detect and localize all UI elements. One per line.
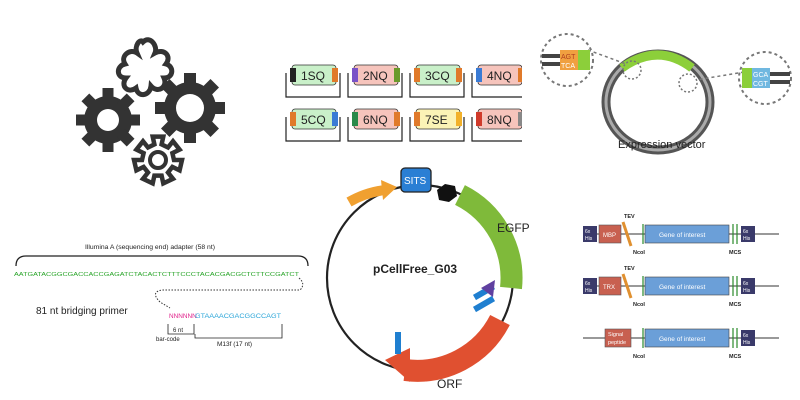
cassette-2NQ: 2NQ — [347, 64, 403, 98]
cassette-7SE: 7SE — [409, 108, 465, 142]
his-tag-right: 6x — [743, 229, 749, 235]
cassette-label: 1SQ — [301, 69, 325, 83]
m13-label: M13f (17 nt) — [217, 341, 252, 348]
egfp-label: EGFP — [497, 221, 530, 235]
adapter-label: Illumina A (sequencing end) adapter (58 … — [85, 244, 215, 251]
cassette-6NQ: 6NQ — [347, 108, 403, 142]
right-seq-bottom: CGT — [753, 81, 769, 88]
tev-label: TEV — [624, 266, 635, 272]
bridging-primer-diagram: Illumina A (sequencing end) adapter (58 … — [14, 244, 309, 348]
gene-of-interest-label: Gene of interest — [659, 232, 705, 239]
his-tag-left: His — [585, 288, 593, 294]
barcode-length-label: 6 nt — [173, 328, 183, 334]
his-tag-left: 6x — [585, 229, 591, 235]
cassette-label: 3CQ — [425, 69, 450, 83]
tag-label: peptide — [608, 340, 626, 346]
his-tag-right: His — [743, 340, 751, 346]
cassette-label: 4NQ — [487, 69, 512, 83]
cassette-label: 2NQ — [363, 69, 388, 83]
mcs-label: MCS — [729, 250, 742, 256]
sits-label: SITS — [404, 176, 427, 187]
pcellfree-plasmid-map: SITS pCellFree_G03 EGFP ORF — [325, 167, 530, 391]
his-tag-left: His — [585, 236, 593, 242]
cassette-4NQ: 4NQ — [471, 64, 522, 98]
m13-sequence: GTAAAACGACGGCCAGT — [195, 313, 281, 320]
cassette-grid: 1SQ 2NQ 3CQ 4NQ 5CQ 6NQ 7SE 8NQ — [285, 64, 522, 142]
his-tag-right: 6x — [743, 281, 749, 287]
bridging-primer-label: 81 nt bridging primer — [36, 306, 128, 317]
cassette-label: 8NQ — [487, 113, 512, 127]
left-seq-bottom: TCA — [561, 63, 575, 70]
tag-label: TRX — [603, 285, 615, 291]
right-seq-top: GCA — [753, 72, 769, 79]
cassette-5CQ: 5CQ — [285, 108, 341, 142]
his-tag-left: 6x — [585, 281, 591, 287]
cassette-1SQ: 1SQ — [285, 64, 341, 98]
expression-vector-title: Expression vector — [618, 139, 706, 151]
tag-label: MBP — [603, 233, 616, 239]
adapter-sequence: AATGATACGGCGACCACCGAGATCTACACTCTTTCCCTAC… — [14, 272, 299, 278]
cassette-label: 7SE — [425, 113, 448, 127]
mcs-label: MCS — [729, 354, 742, 360]
his-tag-right: His — [743, 288, 751, 294]
expression-vector-diagram: AGT TCA GCA CGT Expression vector — [540, 33, 792, 155]
barcode-name-label: bar-code — [156, 337, 180, 343]
cassette-label: 5CQ — [301, 113, 326, 127]
ncoi-label: NcoI — [633, 354, 645, 360]
gene-of-interest-label: Gene of interest — [659, 284, 705, 291]
orf-label: ORF — [437, 377, 462, 391]
barcode-sequence: NNNNNN — [169, 313, 197, 320]
mcs-label: MCS — [729, 302, 742, 308]
plasmid-name: pCellFree_G03 — [373, 262, 457, 276]
cassette-label: 6NQ — [363, 113, 388, 127]
gene-of-interest-label: Gene of interest — [659, 336, 705, 343]
his-tag-right: 6x — [743, 333, 749, 339]
tev-label: TEV — [624, 214, 635, 220]
left-seq-top: AGT — [561, 54, 576, 61]
gears-icon — [76, 37, 225, 187]
cassette-8NQ: 8NQ — [471, 108, 522, 142]
cassette-3CQ: 3CQ — [409, 64, 465, 98]
ncoi-label: NcoI — [633, 250, 645, 256]
ncoi-label: NcoI — [633, 302, 645, 308]
his-tag-right: His — [743, 236, 751, 242]
tag-label: Signal — [608, 332, 623, 338]
